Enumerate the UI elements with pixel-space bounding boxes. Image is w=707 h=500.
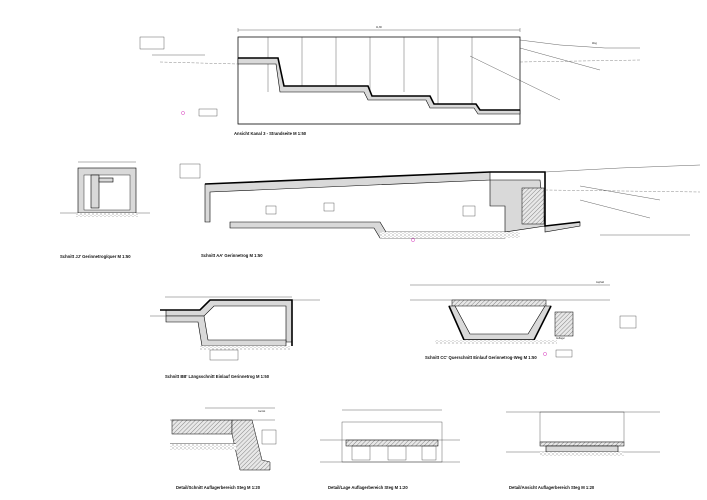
- drawing-schnitt-bb: Schnitt BB' Längsschnitt Einlauf Gerinne…: [150, 296, 320, 379]
- drawing-schnitt-aa: Schnitt AA' Gerinnetrog M 1:50: [179, 163, 701, 258]
- overall-dimension: 11,80: [376, 26, 382, 29]
- auflager-label: Auflager: [556, 337, 565, 340]
- caption-schnitt-jj: Schnitt JJ' Gerinnetrog/quer M 1:50: [60, 254, 131, 259]
- caption-ansicht-kanal: Ansicht Kanal 3 - Strandseite M 1:50: [234, 131, 307, 136]
- caption-detail-schnitt: Detail/Schnitt Auflagerbereich Steg M 1:…: [176, 485, 261, 490]
- caption-detail-lage: Detail/Lage Auflagerbereich Steg M 1:20: [328, 485, 408, 490]
- drawing-ansicht-kanal-3: 11,80 Weg Ansicht Kanal 3 - Strandseite …: [139, 26, 641, 136]
- asphalt-label: Asphalt: [596, 281, 604, 284]
- drawing-schnitt-cc: Asphalt Auflager Schnitt CC' Querschnitt…: [410, 281, 637, 360]
- drawing-detail-ansicht: Detail/Ansicht Auflagerbereich Steg M 1:…: [506, 411, 660, 490]
- caption-schnitt-aa: Schnitt AA' Gerinnetrog M 1:50: [201, 253, 263, 258]
- caption-schnitt-bb: Schnitt BB' Längsschnitt Einlauf Gerinne…: [165, 374, 270, 379]
- drawing-schnitt-jj: Schnitt JJ' Gerinnetrog/quer M 1:50: [60, 161, 150, 259]
- drawing-detail-lage: Detail/Lage Auflagerbereich Steg M 1:20: [320, 409, 460, 490]
- caption-schnitt-cc: Schnitt CC' Querschnitt Einlauf Gerinnet…: [425, 355, 537, 360]
- drawing-detail-schnitt: Gerüst Detail/Schnitt Auflagerbereich St…: [170, 407, 277, 490]
- geruest-label: Gerüst: [258, 410, 266, 413]
- caption-detail-ansicht: Detail/Ansicht Auflagerbereich Steg M 1:…: [509, 485, 595, 490]
- weg-label: Weg: [592, 42, 598, 45]
